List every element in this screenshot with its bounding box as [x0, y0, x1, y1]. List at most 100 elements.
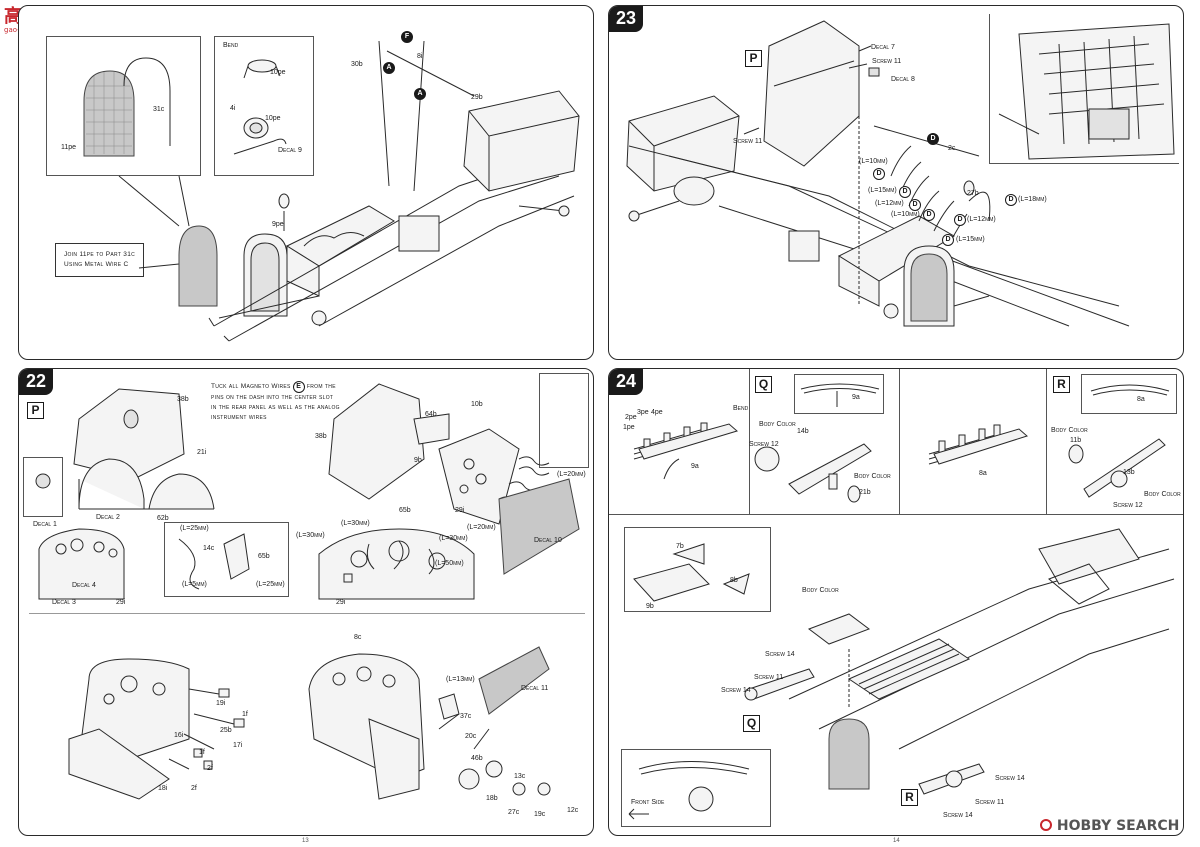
part-21b-label: 21b [859, 489, 871, 496]
part-box-r: R [1053, 376, 1070, 393]
callout-a-circle-1: A [383, 62, 395, 74]
part-9b-label: 9b [414, 457, 422, 464]
part-38b-label-a: 38b [177, 396, 189, 403]
screw-14-label-b: Screw 14 [721, 687, 751, 694]
wire-length-5mm: (L=5mm) [182, 581, 207, 588]
part-1f-label-a: 1f [242, 711, 248, 718]
screw-11-label-a: Screw 11 [754, 674, 784, 681]
wire-length-20mm-a: (L=20mm) [557, 471, 586, 478]
page-number-left: 13 [302, 838, 309, 844]
part-29i-label-c: 29i [336, 599, 346, 606]
decal-8-label: Decal 8 [891, 76, 915, 83]
front-side-inset [621, 749, 771, 827]
part-30b-label: 30b [351, 61, 363, 68]
floor-panel-inset [624, 527, 771, 612]
join-note-line-1: Join 11pe to Part 31c [64, 251, 136, 258]
part-29b-label: 29b [471, 94, 483, 101]
wire-d-circle-top: D [927, 133, 939, 145]
part-box-p-22: P [27, 402, 44, 419]
part-13b-label: 13b [1123, 469, 1135, 476]
screw-12-label-a: Screw 12 [749, 441, 779, 448]
section-top-bottom-border [609, 514, 1183, 515]
part-27c-label: 27c [508, 809, 520, 816]
callout-a-circle-2: A [414, 88, 426, 100]
wire-length-12mm-a: (L=12mm) [875, 200, 904, 207]
part-9b-label: 9b [646, 603, 654, 610]
part-64b-label: 64b [425, 411, 437, 418]
part-37c-label: 37c [460, 713, 472, 720]
tuck-note: Tuck all Magneto Wires E from the pins o… [211, 381, 340, 423]
part-12c-label: 12c [567, 807, 579, 814]
part-65b-label-b: 65b [399, 507, 411, 514]
bend-label: Bend [223, 42, 239, 49]
part-2pe-label-a: 2pe [625, 414, 637, 421]
part-11b-label: 11b [1070, 437, 1082, 444]
part-8i-label: 8i [417, 53, 423, 60]
watermark-ring-icon [1040, 819, 1052, 831]
wire-d-circle-3: D [909, 199, 921, 211]
part-38b-label-b: 38b [315, 433, 327, 440]
chassis-drawing-step23 [626, 20, 1130, 327]
dash-detail-inset [23, 457, 63, 517]
join-note-box: Join 11pe to Part 31c Using Metal Wire C [55, 243, 145, 277]
wire-detail-inset [539, 373, 589, 468]
decal-9-label: Decal 9 [278, 147, 302, 154]
part-box-r-main: R [901, 789, 918, 806]
bend-part-drawing [233, 59, 287, 155]
engine-detail-drawing [998, 23, 1175, 160]
wire-length-inset [164, 522, 289, 597]
part-7b-label: 7b [676, 543, 684, 550]
part-10pe-label-b: 10pe [265, 115, 281, 122]
decal-11-label: Decal 11 [521, 685, 549, 692]
screw-11-label-b: Screw 11 [975, 799, 1005, 806]
decal-9-inset [214, 36, 314, 176]
part-box-p-23: P [745, 50, 762, 67]
part-8c-label: 8c [354, 634, 362, 641]
tuck-note-line-1b: from the [306, 383, 336, 390]
tuck-e-circle: E [292, 381, 305, 393]
part-31c-label: 31c [153, 106, 165, 113]
wire-length-15mm-a: (L=15mm) [868, 187, 897, 194]
wire-length-50mm: (L=50mm) [435, 560, 464, 567]
part-8a-label: 8a [979, 470, 987, 477]
wire-length-12mm-b: (L=12mm) [967, 216, 996, 223]
screw-14-label-c: Screw 14 [995, 775, 1025, 782]
part-10pe-label-a: 10pe [270, 69, 286, 76]
bend-label-a: Bend [733, 405, 749, 412]
wire-length-18mm: (L=18mm) [1018, 196, 1047, 203]
decal-2-label: Decal 2 [96, 514, 120, 521]
body-color-label-a: Body Color [759, 421, 796, 428]
decal-7-label: Decal 7 [871, 44, 895, 51]
part-4pe-label-a: 4pe [651, 409, 663, 416]
wire-d-circle-7: D [1005, 194, 1017, 206]
screw-11-label-a: Screw 11 [872, 58, 902, 65]
wire-d-circle-5: D [954, 214, 966, 226]
wire-length-30mm-c: (L=30mm) [439, 535, 468, 542]
part-27b-label: 27b [967, 190, 979, 197]
watermark-logo-bottom: HOBBY SEARCH [1040, 818, 1179, 834]
tuck-note-line-1: Tuck all Magneto Wires [211, 383, 291, 390]
part-18b-label: 18b [486, 795, 498, 802]
part-2f-label-a: 2f [207, 765, 213, 772]
step-24-number: 24 [609, 369, 644, 395]
body-color-label-b: Body Color [854, 473, 891, 480]
wire-length-10mm-b: (L=10mm) [891, 211, 920, 218]
wire-length-25mm-b: (L=25mm) [256, 581, 285, 588]
part-box-q-main: Q [743, 715, 760, 732]
part-21i-label: 21i [197, 449, 207, 456]
part-box-q: Q [755, 376, 772, 393]
part-9a-label: 9a [691, 463, 699, 470]
screw-14-label-d: Screw 14 [943, 812, 973, 819]
body-color-label-c: Body Color [1051, 427, 1088, 434]
part-3pe-label-a: 3pe [637, 409, 649, 416]
decal-10-label: Decal 10 [534, 537, 562, 544]
page-number-right: 14 [893, 838, 900, 844]
wire-d-circle-1: D [873, 168, 885, 180]
part-14c-label: 14c [203, 545, 215, 552]
front-side-label: Front Side [631, 799, 665, 806]
decal-4-label: Decal 4 [72, 582, 96, 589]
part-46b-label: 46b [471, 755, 483, 762]
wire-d-circle-4: D [923, 209, 935, 221]
wire-length-30mm-b: (L=30mm) [341, 520, 370, 527]
wire-length-20mm-b: (L=20mm) [467, 524, 496, 531]
